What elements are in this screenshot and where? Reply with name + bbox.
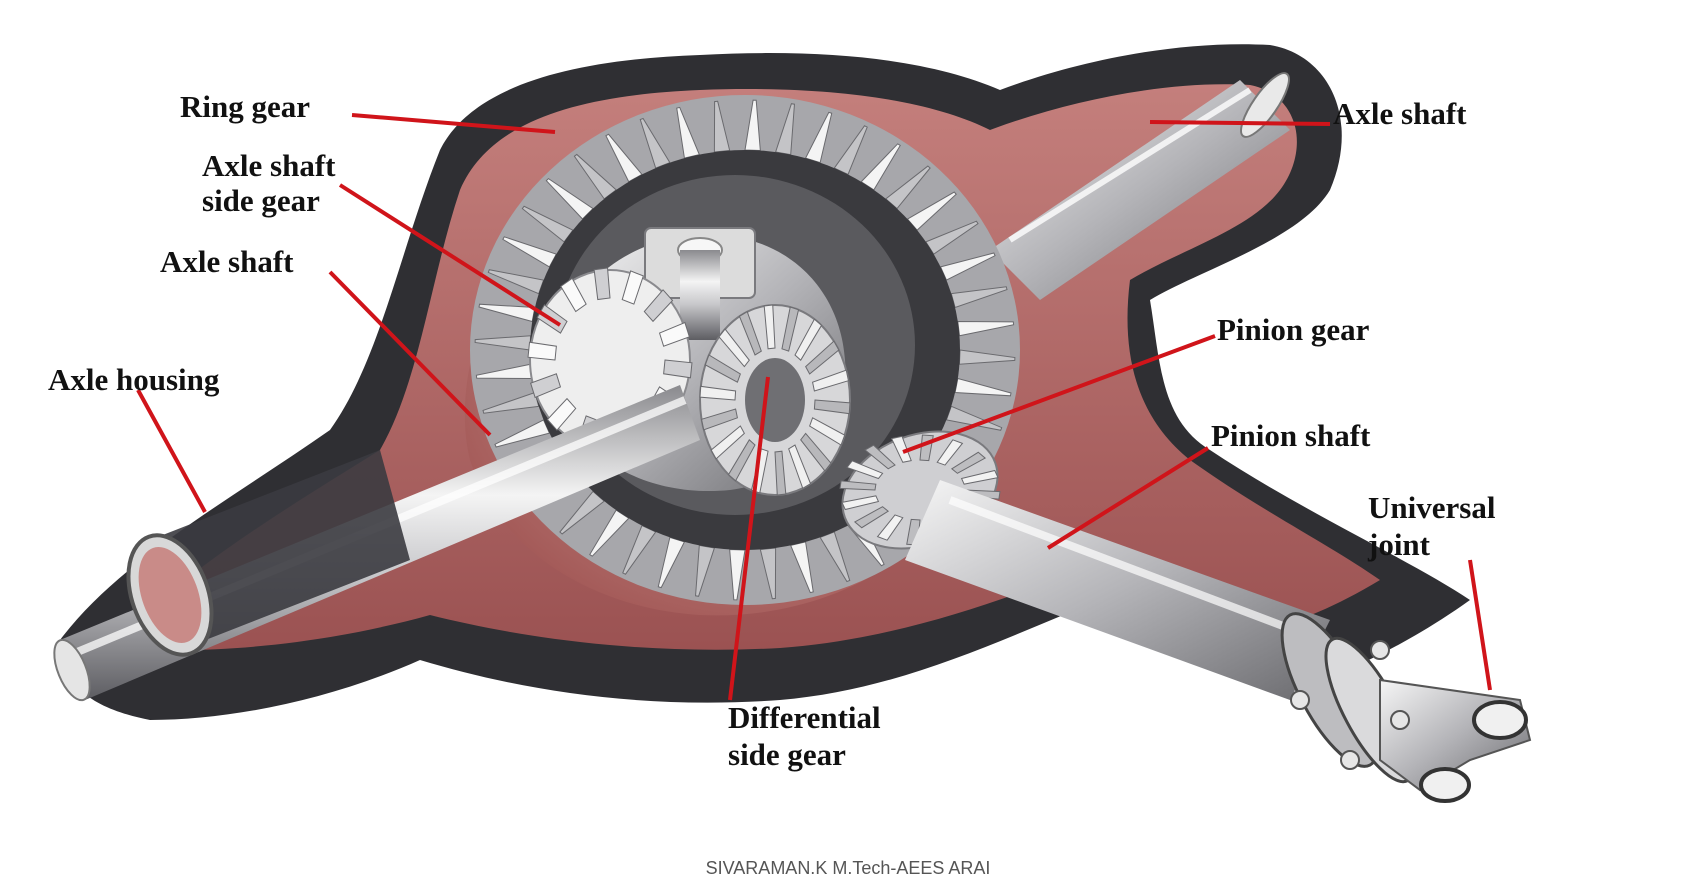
diff-gear-tooth [763,304,776,350]
diff-gear-tooth [794,318,823,361]
side-gear-tooth [621,270,644,305]
diff-gear-tooth [738,311,762,356]
pinion-gear-tooth [890,435,912,463]
diff-gear-tooth [812,369,850,392]
label-differential-side-gear-line2: side gear [728,737,846,772]
axle-shaft-right [990,72,1290,300]
differential-side-gear [699,304,851,496]
label-pinion-gear: Pinion gear [1217,312,1370,347]
leader-universal-joint [1468,559,1492,691]
diff-gear-tooth [718,328,750,368]
diff-gear-tooth [700,408,738,431]
label-universal-joint-line2: joint [1368,527,1430,562]
label-axle-shaft-right: Axle shaft [1333,96,1467,131]
diff-gear-tooth [781,306,800,352]
leader-axle-shaft-left [328,270,492,437]
pinion-gear-tooth [936,439,964,466]
axle-housing-tube [126,450,410,657]
side-gear-tooth [527,341,557,361]
pinion-gear-tooth [839,480,877,491]
leader-pinion-gear [902,334,1216,454]
label-axle-shaft-side-gear-line2: side gear [202,183,320,218]
universal-joint [1280,612,1532,803]
label-universal-joint-line1: Universal [1368,490,1496,525]
diff-gear-tooth [710,425,745,460]
diff-gear-tooth [774,450,787,496]
side-gear-tooth [560,277,587,313]
pinion-gear-tooth [876,514,904,541]
label-pinion-shaft: Pinion shaft [1211,418,1371,453]
label-axle-shaft-left: Axle shaft [160,244,294,279]
pinion-gear-tooth [960,469,999,485]
side-gear-tooth [643,289,674,323]
side-gear-tooth [593,267,611,301]
label-axle-housing: Axle housing [48,362,220,397]
diff-gear-tooth [788,444,812,489]
pinion-gear-tooth [841,495,880,511]
side-gear-tooth [530,373,562,399]
footer-credit: SIVARAMAN.K M.Tech-AEES ARAI [705,858,991,878]
diff-gear-tooth [704,354,741,383]
pinion-gear-tooth [950,451,987,474]
side-gear-tooth [546,397,577,431]
label-differential-side-gear-line1: Differential [728,700,881,735]
leader-lines [136,113,1492,701]
label-ring-gear: Ring gear [180,89,311,124]
leader-differential-side-gear [728,376,770,701]
pinion-gear-tooth [864,444,896,470]
diff-gear-tooth [805,340,840,375]
leader-axle-shaft-side-gear [338,183,562,327]
diff-gear-tooth [809,417,846,446]
pinion-shaft [905,480,1330,700]
diff-gear-tooth [800,432,832,472]
side-gear-tooth [663,359,693,379]
leader-ring-gear [351,113,556,134]
leader-axle-shaft-right [1149,120,1331,126]
label-axle-shaft-side-gear-line1: Axle shaft [202,148,336,183]
leader-axle-housing [136,389,207,513]
leader-pinion-shaft [1046,446,1210,550]
side-gear-tooth [658,321,690,347]
diff-gear-teeth [699,304,851,496]
pinion-gear-tooth [853,506,890,529]
diff-gear-tooth [699,385,737,401]
diff-gear-tooth [727,439,756,482]
pinion-gear-tooth [846,460,884,480]
diff-gear-tooth [813,399,851,415]
